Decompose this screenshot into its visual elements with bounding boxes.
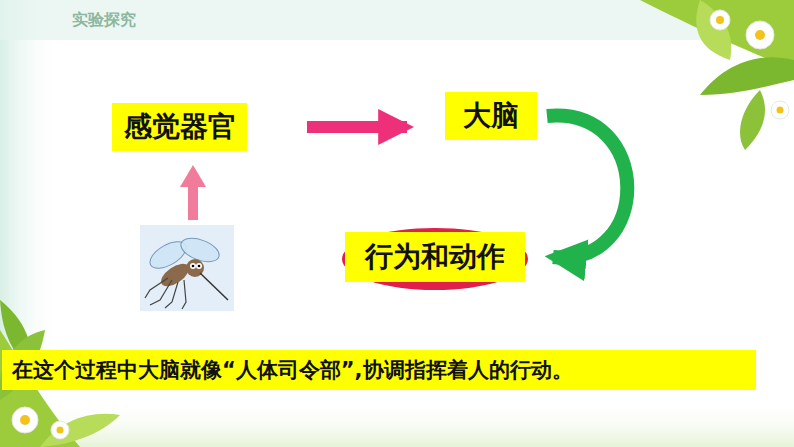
pink-arrow	[180, 165, 206, 220]
edge-tint	[0, 400, 794, 447]
process-box: 行为和动作	[345, 232, 525, 282]
node-text: 行为和动作	[365, 238, 505, 276]
leaf-decoration	[640, 0, 794, 150]
note-band: 在这个过程中大脑就像“人体司令部”,协调指挥着人的行动。	[2, 350, 756, 390]
node-text: 在这个过程中大脑就像“人体司令部”,协调指挥着人的行动。	[12, 356, 573, 384]
node-text: 感觉器官	[124, 108, 236, 146]
daisy-flower	[710, 10, 789, 119]
flow-arrow	[307, 121, 407, 133]
daisy-flower	[12, 407, 69, 439]
node-text: 大脑	[463, 97, 519, 135]
process-box: 大脑	[445, 92, 537, 140]
flow-arrow	[547, 116, 627, 258]
faint-heading: 实验探究	[72, 10, 136, 31]
process-box: 感觉器官	[112, 103, 247, 151]
highlight-ellipse	[342, 228, 528, 290]
mosquito-illustration	[140, 225, 234, 311]
